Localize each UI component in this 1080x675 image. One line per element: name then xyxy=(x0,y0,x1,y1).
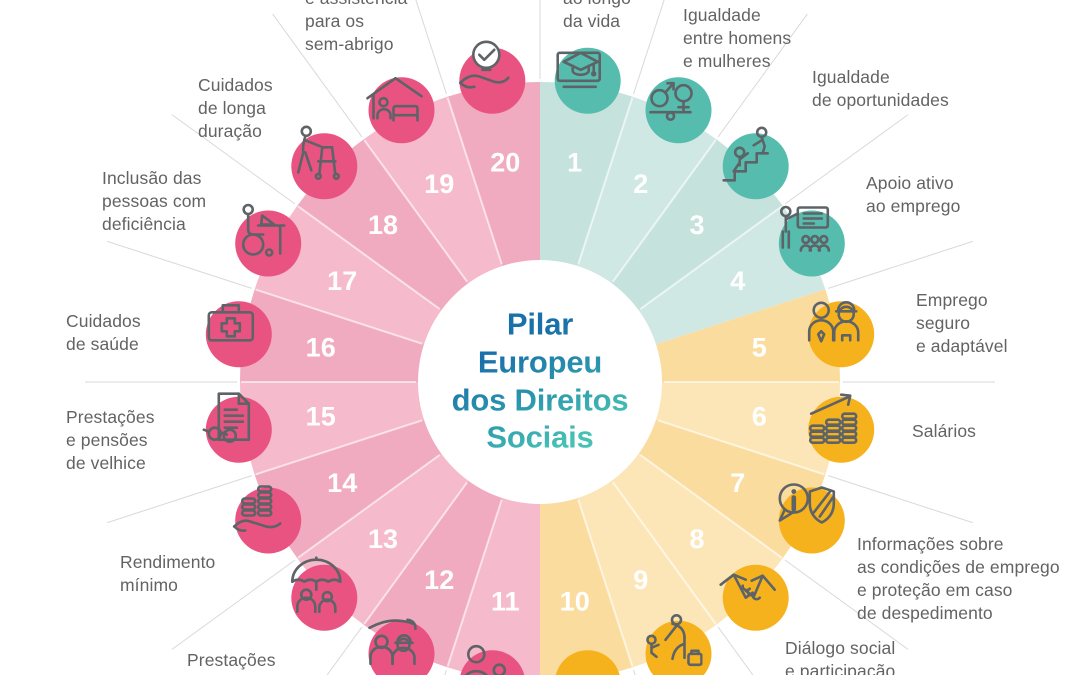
outer-guide-line xyxy=(107,475,252,524)
outer-guide-line xyxy=(107,240,252,289)
segment-number-6: 6 xyxy=(752,402,767,432)
wedge-separator xyxy=(612,139,717,283)
segment-number-9: 9 xyxy=(633,565,648,595)
center-circle xyxy=(418,260,662,504)
segment-number-4: 4 xyxy=(730,266,745,296)
wedge-separator xyxy=(446,499,503,667)
segment-number-14: 14 xyxy=(327,468,357,498)
segment-number-10: 10 xyxy=(560,586,590,616)
segment-number-1: 1 xyxy=(567,148,582,178)
outer-guide-line xyxy=(717,13,808,138)
icon-circle-16 xyxy=(205,301,272,368)
outer-guide-line xyxy=(717,626,754,675)
wedge-separator xyxy=(297,205,441,310)
segment-label-14: Rendimento mínimo xyxy=(120,552,216,595)
segment-number-18: 18 xyxy=(368,210,398,240)
wedge-separator xyxy=(639,205,783,310)
segment-label-16: Cuidados de saúde xyxy=(66,311,141,354)
segment-label-6: Salários xyxy=(912,421,977,441)
segment-label-7: Informações sobre as condições de empreg… xyxy=(857,534,1060,623)
wedge-separator xyxy=(657,419,825,476)
segment-label-4: Apoio ativo ao emprego xyxy=(866,173,961,216)
segment-label-15: Prestações e pensões de velhice xyxy=(66,407,155,473)
wedge-separator xyxy=(363,481,468,625)
segment-label-17: Inclusão das pessoas com deficiência xyxy=(102,168,207,234)
segment-label-19: e assistência para os sem-abrigo xyxy=(305,0,407,54)
segment-label-2: Igualdade entre homens e mulheres xyxy=(683,5,792,71)
wedge-separator xyxy=(255,288,423,345)
wedge-separator xyxy=(639,454,783,559)
segment-label-3: Igualdade de oportunidades xyxy=(812,67,949,110)
icon-circle-17 xyxy=(235,210,302,277)
segment-label-1: ao longo da vida xyxy=(563,0,631,31)
icon-circle-3 xyxy=(722,133,789,200)
outer-guide-line xyxy=(415,0,447,94)
outer-guide-line xyxy=(171,559,296,650)
icon-circle-15 xyxy=(205,396,272,463)
wedge-separator xyxy=(577,499,634,667)
segment-number-12: 12 xyxy=(424,565,454,595)
segment-label-5: Emprego seguro e adaptável xyxy=(916,290,1008,356)
segment-number-20: 20 xyxy=(490,148,520,178)
icon-circle-18 xyxy=(291,133,358,200)
outer-guide-line xyxy=(272,13,363,138)
wedge-separator xyxy=(577,97,634,265)
segment-number-2: 2 xyxy=(633,169,648,199)
outer-guide-line xyxy=(828,240,973,289)
wedge-separator xyxy=(612,481,717,625)
segment-label-13: Prestações por desemprego xyxy=(187,650,316,675)
outer-guide-line xyxy=(828,475,973,524)
segment-label-8: Diálogo social e participação xyxy=(785,638,896,675)
segment-number-11: 11 xyxy=(491,586,520,616)
page-title: Pilar Europeu dos Direitos Sociais xyxy=(451,306,629,455)
wedge-separator xyxy=(446,97,503,265)
outer-guide-line xyxy=(784,559,909,650)
segment-number-8: 8 xyxy=(689,524,704,554)
outer-guide-line xyxy=(784,114,909,205)
segment-number-5: 5 xyxy=(752,332,767,362)
segment-number-16: 16 xyxy=(306,332,336,362)
wedge-separator xyxy=(255,419,423,476)
outer-guide-line xyxy=(326,626,363,675)
segment-number-19: 19 xyxy=(424,169,454,199)
segment-number-13: 13 xyxy=(368,524,398,554)
outer-guide-line xyxy=(633,0,665,94)
outer-guide-line xyxy=(171,114,296,205)
wedge-separator xyxy=(363,139,468,283)
icon-circle-11 xyxy=(460,650,525,675)
segment-label-18: Cuidados de longa duração xyxy=(198,75,273,141)
wedge-separator xyxy=(297,454,441,559)
icon-circle-2 xyxy=(645,77,712,144)
segment-number-3: 3 xyxy=(689,210,704,240)
segment-number-7: 7 xyxy=(730,468,745,498)
segment-number-15: 15 xyxy=(306,402,336,432)
segment-number-17: 17 xyxy=(327,266,357,296)
icon-circle-10 xyxy=(555,650,620,675)
